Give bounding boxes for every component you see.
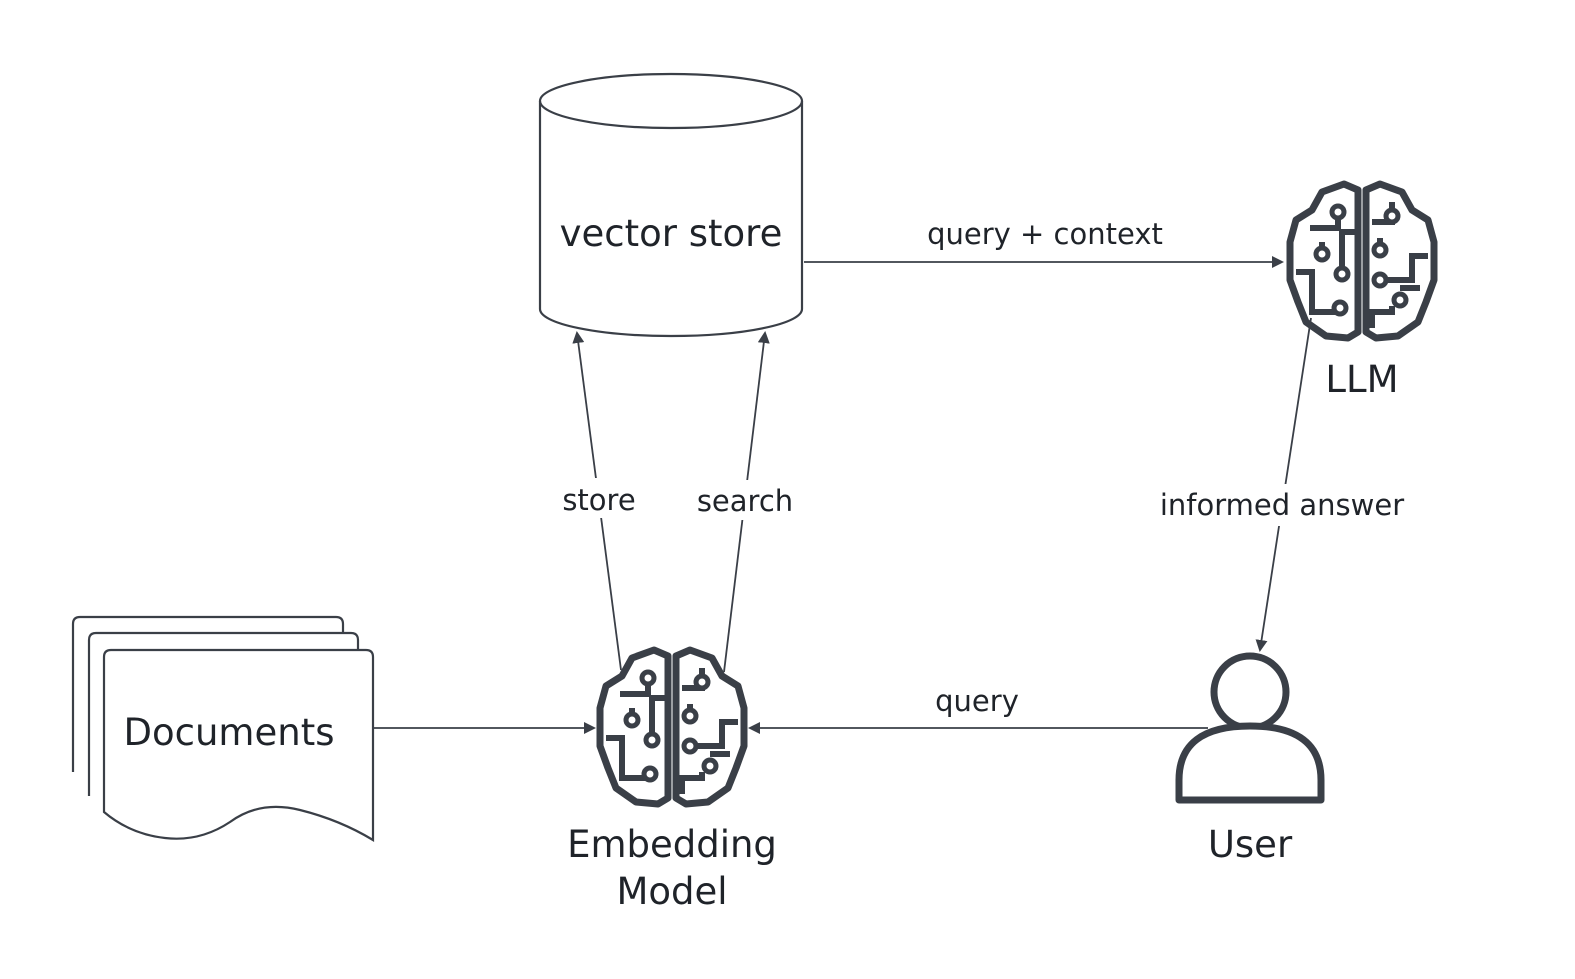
query-label: query bbox=[935, 684, 1019, 718]
ai-brain-circuit-icon bbox=[600, 650, 744, 804]
vector-store-label: vector store bbox=[560, 212, 783, 255]
stacked-documents-icon bbox=[71, 615, 375, 842]
user-node: User bbox=[1175, 652, 1325, 866]
documents-label: Documents bbox=[124, 711, 335, 754]
search-label: search bbox=[697, 484, 793, 518]
ai-brain-circuit-icon bbox=[1290, 184, 1434, 338]
informed-answer-label-bg bbox=[1152, 484, 1412, 526]
embedding-model-node: Embedding Model bbox=[567, 650, 777, 913]
embedding-model-label-line2: Model bbox=[616, 870, 727, 913]
user-label: User bbox=[1208, 823, 1293, 866]
llm-node: LLM bbox=[1290, 184, 1434, 401]
user-person-icon bbox=[1175, 652, 1325, 804]
vector-store-node: vector store bbox=[538, 72, 804, 338]
store-label-bg bbox=[558, 478, 640, 518]
llm-label: LLM bbox=[1325, 358, 1398, 401]
informed-answer-label: informed answer bbox=[1160, 488, 1404, 522]
documents-node: Documents bbox=[71, 615, 375, 842]
store-label: store bbox=[562, 483, 635, 517]
query-context-label: query + context bbox=[927, 217, 1163, 251]
embedding-model-label-line1: Embedding bbox=[567, 823, 777, 866]
database-cylinder-icon bbox=[538, 72, 804, 338]
search-label-bg bbox=[692, 480, 800, 520]
